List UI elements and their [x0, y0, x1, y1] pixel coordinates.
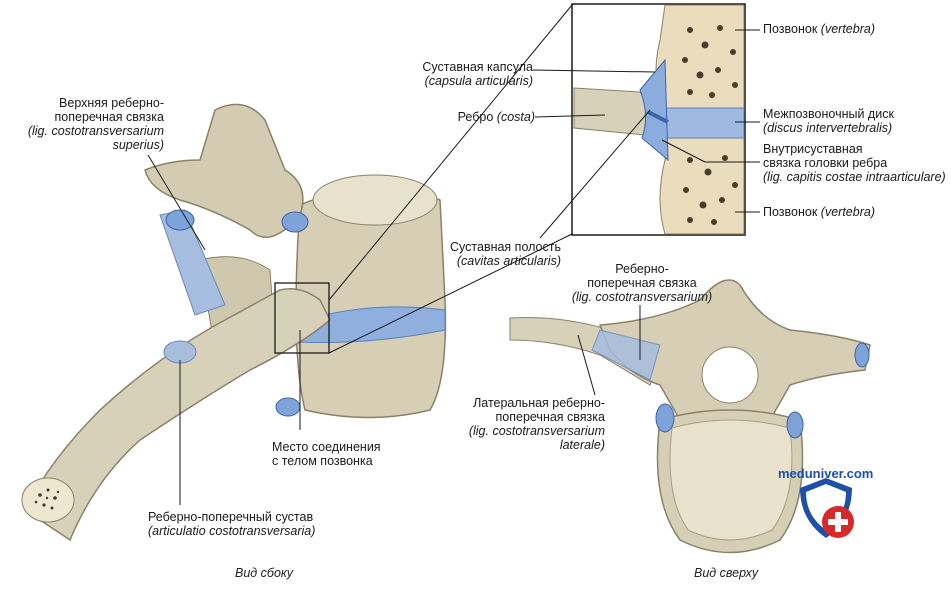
top-view-illustration [509, 279, 871, 554]
label-latin: (costa) [496, 110, 535, 124]
label-costotransverse-joint: Реберно-поперечный сустав (articulatio c… [148, 510, 315, 538]
side-view-illustration [21, 103, 447, 542]
inset-spongy-lower [683, 155, 738, 225]
label-latin: (vertebra) [820, 22, 875, 36]
detail-box-marker [274, 282, 330, 354]
label-junction-with-body: Место соединения с телом позвонка [272, 440, 381, 468]
label-lateral-costotransverse-ligament: Латеральная реберно- поперечная связка (… [469, 396, 605, 452]
label-latin: (lig. costotransversarium [27, 124, 164, 138]
top-transverse-facet [854, 342, 870, 368]
inset-rib [573, 87, 650, 136]
label-line: Ребро [457, 110, 494, 124]
brand-logo [800, 478, 854, 538]
label-line: Позвонок [763, 22, 818, 36]
label-costotransverse-ligament: Реберно- поперечная связка (lig. costotr… [562, 262, 722, 304]
label-line: поперечная связка [54, 110, 165, 124]
lower-costal-facet [275, 397, 301, 417]
costotransverse-joint-surface [163, 340, 197, 364]
label-latin: (lig. capitis costae intraarticulare) [763, 170, 946, 184]
top-body-endplate [669, 419, 793, 541]
label-latin: laterale) [559, 438, 605, 452]
label-latin: superius) [112, 138, 164, 152]
label-latin: (discus intervertebralis) [763, 121, 893, 135]
label-line: Позвонок [763, 205, 818, 219]
label-latin: (capsula articularis) [424, 74, 533, 88]
inset-joint-capsule [639, 58, 669, 162]
top-facet-right [786, 411, 804, 439]
label-line: Суставная капсула [422, 60, 533, 74]
label-line: связка головки ребра [763, 156, 888, 170]
label-intraarticular-ligament: Внутрисуставная связка головки ребра (li… [763, 142, 946, 184]
label-line: поперечная связка [587, 276, 697, 290]
label-line: Суставная полость [450, 240, 561, 254]
brand-name[interactable]: meduniver.com [778, 466, 874, 481]
label-joint-capsule: Суставная капсула (capsula articularis) [422, 60, 533, 88]
label-latin: (articulatio costotransversaria) [148, 524, 316, 538]
rib-spongy-bone [34, 488, 60, 510]
label-line: поперечная связка [495, 410, 606, 424]
caption-side-view: Вид сбоку [235, 566, 294, 580]
inset-spongy-upper [682, 25, 738, 98]
vertebral-arch [144, 103, 304, 238]
leader-lines [147, 4, 760, 505]
transverse-facet [165, 209, 195, 231]
label-line: Место соединения [272, 440, 381, 454]
inset-illustration [571, 3, 746, 236]
inset-vertebra-lower [659, 137, 745, 235]
label-line: Реберно- [615, 262, 669, 276]
caption-top-view: Вид сверху [694, 566, 759, 580]
vertebral-foramen [701, 346, 759, 404]
vertebra-top-endplate [312, 174, 438, 226]
label-superior-costotransverse-ligament: Верхняя реберно- поперечная связка (lig.… [28, 96, 164, 152]
inset-intraarticular-ligament [647, 110, 669, 124]
label-line: Латеральная реберно- [473, 396, 605, 410]
label-line: Реберно-поперечный сустав [148, 510, 314, 524]
label-line: Верхняя реберно- [59, 96, 164, 110]
label-latin: (cavitas articularis) [456, 254, 561, 268]
top-facet-left [655, 403, 675, 433]
inset-disc [664, 107, 745, 139]
label-line: с телом позвонка [272, 454, 373, 468]
label-joint-cavity: Суставная полость (cavitas articularis) [450, 240, 561, 268]
label-latin: (lig. costotransversarium) [571, 290, 713, 304]
label-rib: Ребро (costa) [458, 110, 535, 124]
label-latin: (vertebra) [820, 205, 875, 219]
label-vertebra-upper: Позвонок (vertebra) [763, 22, 875, 36]
inset-vertebra-upper [655, 4, 745, 109]
rib-cross-section [21, 477, 75, 523]
rib [24, 288, 331, 542]
label-latin: (lig. costotransversarium [468, 424, 605, 438]
costal-facet [281, 211, 309, 233]
label-intervertebral-disc: Межпозвоночный диск (discus intervertebr… [763, 107, 894, 135]
label-vertebra-lower: Позвонок (vertebra) [763, 205, 875, 219]
label-line: Внутрисуставная [763, 142, 863, 156]
label-line: Межпозвоночный диск [763, 107, 894, 121]
intervertebral-disc [297, 306, 446, 343]
